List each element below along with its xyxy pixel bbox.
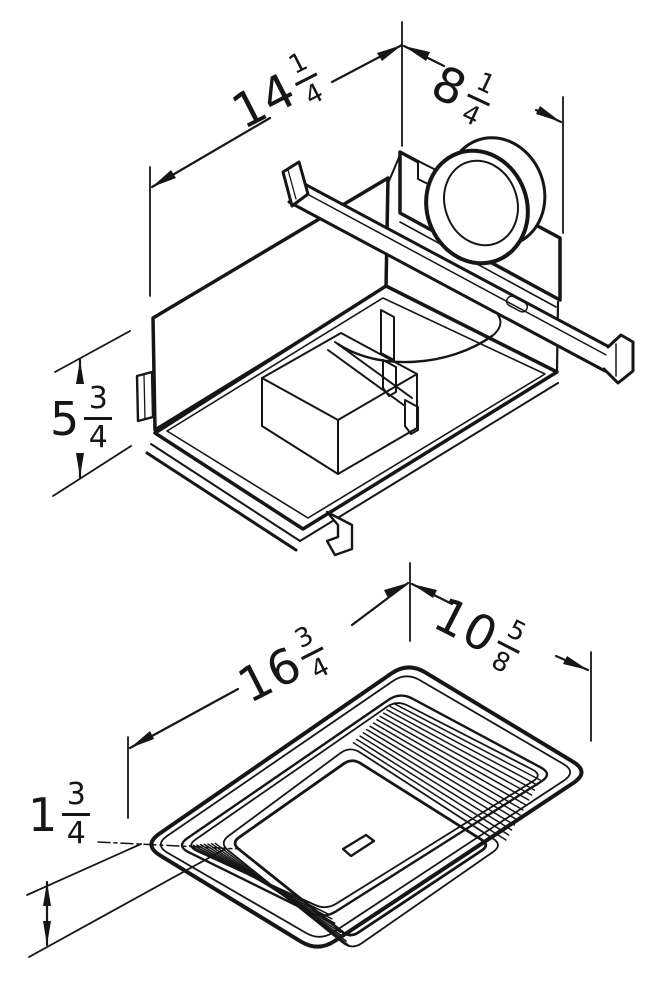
dimension-grille-height: 1 3 4 [28, 777, 91, 851]
motor-bracket [327, 309, 419, 435]
grille-louvers-upper [352, 702, 541, 841]
fraction-bar [62, 813, 91, 816]
dimension-annotations [26, 21, 592, 958]
grille-body-and-louvers [149, 665, 584, 949]
grille-outer-rim [149, 665, 584, 949]
mounting-tab-left-fold [143, 374, 146, 420]
grille-center-panel [233, 759, 488, 937]
blower-scroll [336, 334, 494, 364]
dimension-whole: 5 [50, 391, 81, 446]
extension-lines [26, 21, 592, 958]
mounting-tab-bottom [325, 510, 354, 557]
hanger-end-tab-lower [602, 333, 635, 385]
fraction-denominator: 4 [66, 816, 86, 851]
fraction-denominator: 4 [88, 420, 108, 455]
hanger-slot [505, 295, 529, 313]
duct-collar [424, 136, 547, 266]
dimension-fraction: 3 4 [62, 777, 91, 851]
dimension-housing-height: 5 3 4 [50, 381, 113, 455]
hanger-bracket [281, 160, 635, 385]
arrowheads [43, 45, 588, 945]
housing-rim-flange-edge [145, 451, 298, 552]
grille-centerline [97, 841, 241, 850]
duct-collar-rim [424, 148, 530, 266]
fraction-bar [84, 417, 113, 420]
housing-view [135, 136, 635, 557]
grille-slot [341, 833, 376, 858]
duct-collar-opening [443, 159, 519, 247]
dimension-fraction: 3 4 [84, 381, 113, 455]
grille-step-outer [180, 694, 549, 917]
housing-bottom-rim [153, 284, 559, 531]
fraction-numerator: 3 [66, 777, 86, 812]
grille-rim-inner [159, 675, 572, 938]
duct-plate-step [388, 154, 401, 182]
grille-louvers-lower [188, 842, 350, 947]
grille-step-inner [190, 702, 539, 909]
grille-panel-step [222, 748, 499, 948]
housing-rim-inner [166, 297, 546, 519]
grille-view [97, 665, 584, 949]
fraction-numerator: 3 [88, 381, 108, 416]
housing-rim-flange [150, 382, 559, 542]
dimension-whole: 1 [28, 787, 59, 842]
blower-scroll-lip [491, 314, 502, 337]
